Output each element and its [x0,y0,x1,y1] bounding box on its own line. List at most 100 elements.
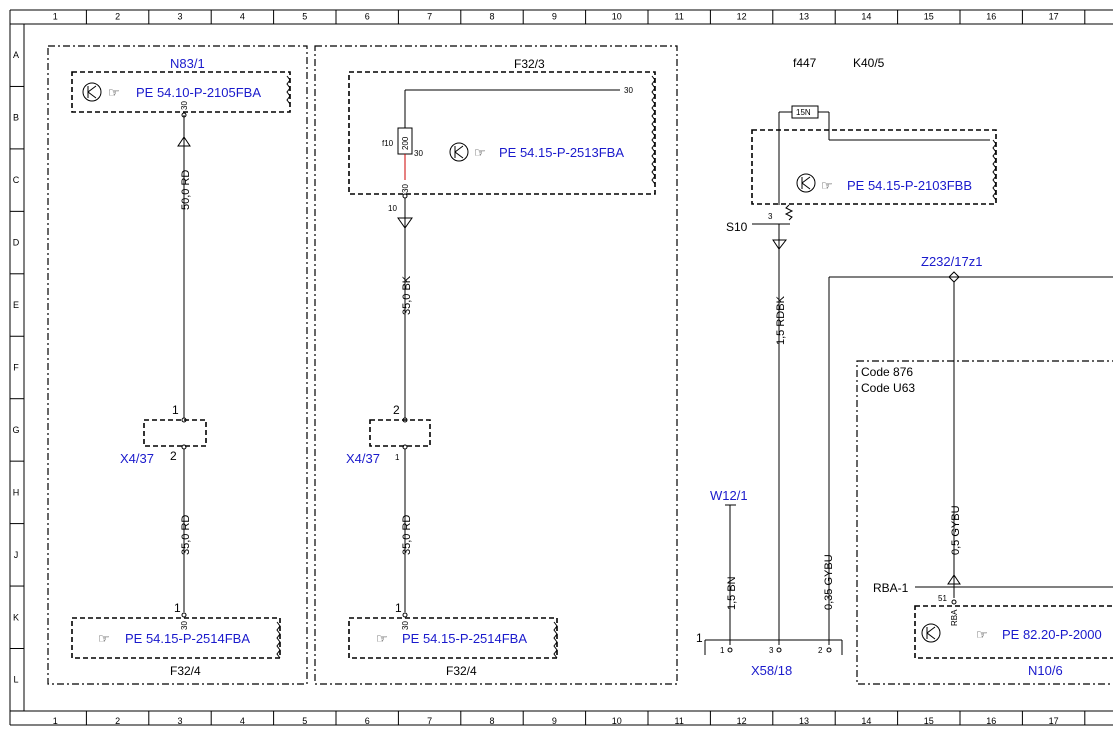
hand-pointer-icon: ☞ [474,145,486,160]
grid-col-label: 16 [986,12,996,22]
grid-row-label: J [14,550,19,560]
k40-label: K40/5 [853,56,885,70]
grid-col-label: 11 [675,12,684,22]
wire-left-bottom-label: 35,0 RD [180,515,192,555]
grid-col-label: 1 [53,716,58,726]
grid-col-label: 17 [1049,12,1059,22]
n83-box [71,71,291,113]
grid-col-label: 4 [240,12,245,22]
grid-row-label: E [13,300,19,310]
f32-4-left-pin: 1 [174,601,181,615]
rba-label: RBA-1 [873,581,909,595]
grid-row-label: H [13,487,20,497]
grid-col-label: 7 [427,12,432,22]
grid-col-label: 1 [53,12,58,22]
arrow-up-icon [177,136,191,147]
grid-row-label: F [13,362,19,372]
resistor-icon [784,204,794,221]
f32-4-left-pe-link[interactable]: PE 54.15-P-2514FBA [125,631,250,646]
n83-enclosure [47,45,308,685]
s10-label: S10 [726,220,748,234]
transistor-icon [82,82,102,102]
grid-row-label: C [13,175,20,185]
transistor-icon [921,623,941,643]
z232-label: Z232/17z1 [921,254,982,269]
f32-3-conn: 10 [388,204,397,213]
n10-box [914,605,1113,659]
grid-col-label: 12 [737,716,747,726]
grid-col-label: 11 [675,716,684,726]
f32-4-right-pe-link[interactable]: PE 54.15-P-2514FBA [402,631,527,646]
grid-col-label: 13 [799,12,809,22]
f32-3-label: F32/3 [514,57,545,71]
fuse-15n-rating: 15N [796,108,811,117]
x4-right-label: X4/37 [346,451,380,466]
x4-left-pin-bottom: 2 [170,449,177,463]
f32-4-right-label: F32/4 [446,664,477,678]
f32-4-right-pin-small: 30 [401,621,410,630]
code-876: Code 876 [861,365,913,379]
x58-pin2: 2 [818,646,823,655]
f32-4-left-pin-small: 30 [180,621,189,630]
fuse-label: f10 [382,139,394,148]
grid-row-label: G [12,425,19,435]
grid-col-label: 5 [302,716,307,726]
grid-row-label: A [13,50,19,60]
n83-label: N83/1 [170,56,205,71]
grid-col-label: 15 [924,12,934,22]
x4-right-box [369,419,431,447]
column-ticks: 1122334455667788991010111112121313141415… [53,10,1086,726]
grid-row-label: D [13,238,20,248]
fuse-rating: 200 [401,136,410,150]
transistor-icon [449,142,469,162]
x4-left-box [143,419,207,447]
wire-gybu-right-label: 0,5 GYBU [950,505,962,555]
x58-connector [704,639,843,655]
grid-col-label: 17 [1049,716,1059,726]
grid-col-label: 14 [861,716,871,726]
f32-3-pin-out: 30 [624,86,633,95]
grid-col-label: 16 [986,716,996,726]
grid-col-label: 8 [489,12,494,22]
hand-pointer-icon: ☞ [108,85,120,100]
grid-col-label: 9 [552,12,557,22]
x4-left-pin-top: 1 [172,403,179,417]
hand-pointer-icon: ☞ [976,627,988,642]
wire-bn-label: 1,5 BN [726,576,738,610]
f32-3-pin-bottom: 30 [401,184,410,193]
grid-col-label: 13 [799,716,809,726]
n10-pe-link[interactable]: PE 82.20-P-2000 [1002,627,1102,642]
wire-gybu-low-label: 0,35 GYBU [823,554,835,610]
frame [9,9,1113,726]
x58-pin3: 3 [769,646,774,655]
grid-row-label: B [13,113,19,123]
grid-col-label: 9 [552,716,557,726]
grid-row-label: L [13,675,18,685]
f32-3-pe-link[interactable]: PE 54.15-P-2513FBA [499,145,624,160]
arrow-down-icon [772,239,788,250]
transistor-icon [796,173,816,193]
x4-right-pin-top: 2 [393,403,400,417]
x58-pin1: 1 [696,631,703,645]
f32-4-left-label: F32/4 [170,664,201,678]
f447-label: f447 [793,56,817,70]
grid-col-label: 6 [365,12,370,22]
k40-pe-link[interactable]: PE 54.15-P-2103FBB [847,178,972,193]
f32-3-box [348,71,656,195]
grid-col-label: 2 [115,716,120,726]
n83-pin: 30 [180,101,189,110]
f32-4-right-pin: 1 [395,601,402,615]
row-ticks: A B C D E F G H J K L [10,50,24,712]
w12-label: W12/1 [710,488,748,503]
grid-col-label: 7 [427,716,432,726]
f32-4-right-box [348,617,558,659]
grid-row-label: K [13,612,19,622]
grid-col-label: 4 [240,716,245,726]
grid-col-label: 14 [861,12,871,22]
n83-pe-link[interactable]: PE 54.10-P-2105FBA [136,85,261,100]
k40-box [751,129,997,205]
grid-col-label: 5 [302,12,307,22]
grid-col-label: 12 [737,12,747,22]
f32-4-left-box [71,617,281,659]
grid-col-label: 10 [612,12,622,22]
